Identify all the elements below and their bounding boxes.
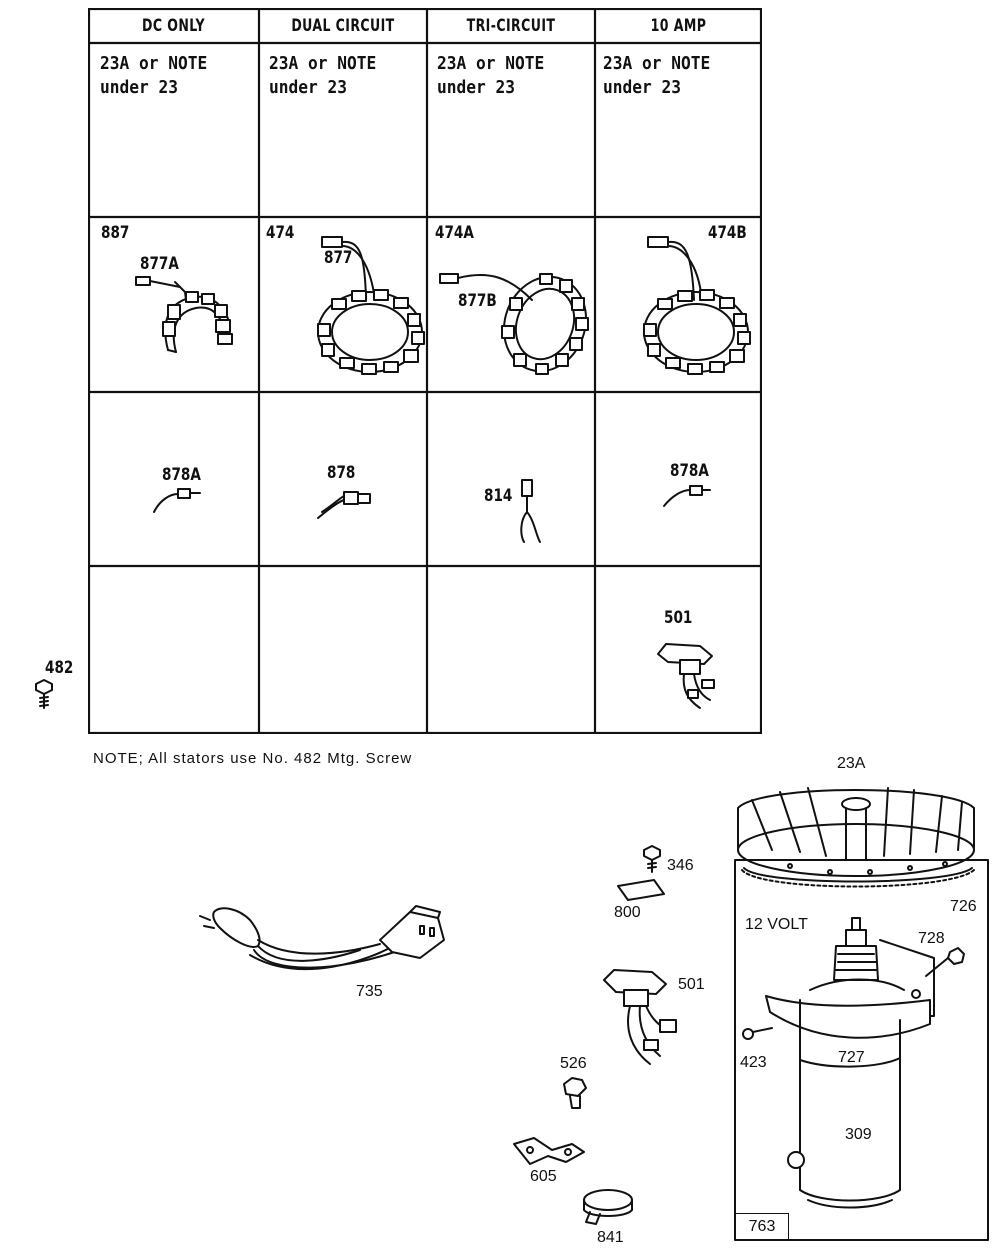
harness-878: 878: [327, 463, 356, 483]
label-735: 735: [356, 983, 383, 1000]
screw-482-drawing: [35, 679, 53, 709]
stator-474b-drawing: [643, 236, 751, 375]
header-dual-circuit: DUAL CIRCUIT: [291, 16, 395, 36]
bolt-728-drawing: [925, 947, 965, 977]
assy-474a: 474A: [435, 223, 474, 243]
label-526: 526: [560, 1055, 587, 1072]
label-482: 482: [45, 658, 74, 678]
harness-878-drawing: [317, 491, 371, 519]
assy-474b: 474B: [708, 223, 747, 243]
screw-346-drawing: [643, 845, 661, 873]
stator-877-drawing: [317, 236, 425, 375]
note-mounting-screw: NOTE; All stators use No. 482 Mtg. Screw: [93, 750, 413, 767]
flywheel-note-10amp: 23A or NOTE under 23: [603, 53, 711, 98]
clamp-841-drawing: [583, 1189, 633, 1225]
label-605: 605: [530, 1168, 557, 1185]
stator-877a-drawing: [135, 276, 233, 353]
part-877a: 877A: [140, 254, 179, 274]
label-12-volt: 12 VOLT: [745, 916, 808, 933]
assy-887: 887: [101, 223, 130, 243]
part-877: 877: [324, 248, 353, 268]
flywheel-note-tri: 23A or NOTE under 23: [437, 53, 545, 98]
header-10-amp: 10 AMP: [650, 16, 707, 36]
label-763: 763: [735, 1213, 789, 1241]
label-727: 727: [838, 1049, 865, 1066]
label-423: 423: [740, 1054, 767, 1071]
harness-814: 814: [484, 486, 513, 506]
header-dc-only: DC ONLY: [142, 16, 205, 36]
stator-877b-drawing: [439, 273, 589, 375]
bracket-605-drawing: [513, 1137, 585, 1165]
label-309: 309: [845, 1126, 872, 1143]
cord-735-drawing: [199, 905, 445, 970]
harness-878a-10amp: 878A: [670, 461, 709, 481]
label-728: 728: [918, 930, 945, 947]
starter-motor-drawing: [765, 917, 935, 1209]
flywheel-note-dc: 23A or NOTE under 23: [100, 53, 208, 98]
label-501: 501: [678, 976, 705, 993]
label-726: 726: [950, 898, 977, 915]
plate-800-drawing: [617, 879, 665, 901]
starter-box-outline: [734, 859, 989, 1241]
label-23a: 23A: [837, 755, 866, 772]
regulator-501-table-drawing: [657, 643, 715, 709]
header-tri-circuit: TRI-CIRCUIT: [466, 16, 556, 36]
label-346: 346: [667, 857, 694, 874]
label-841: 841: [597, 1229, 624, 1246]
flywheel-23a-drawing: [737, 787, 975, 888]
regulator-501-drawing: [603, 969, 677, 1065]
harness-878a-dc: 878A: [162, 465, 201, 485]
table-grid: [88, 8, 762, 734]
bolt-423-drawing: [742, 1027, 773, 1040]
part-877b: 877B: [458, 291, 497, 311]
parts-table: DC ONLY DUAL CIRCUIT TRI-CIRCUIT 10 AMP …: [88, 8, 762, 734]
regulator-501-table: 501: [664, 608, 693, 628]
label-800: 800: [614, 904, 641, 921]
harness-878a-10amp-drawing: [663, 485, 711, 507]
harness-878a-drawing: [153, 488, 201, 513]
flywheel-note-dual: 23A or NOTE under 23: [269, 53, 377, 98]
assy-474: 474: [266, 223, 295, 243]
harness-814-drawing: [520, 479, 541, 543]
nut-526-drawing: [563, 1077, 587, 1109]
